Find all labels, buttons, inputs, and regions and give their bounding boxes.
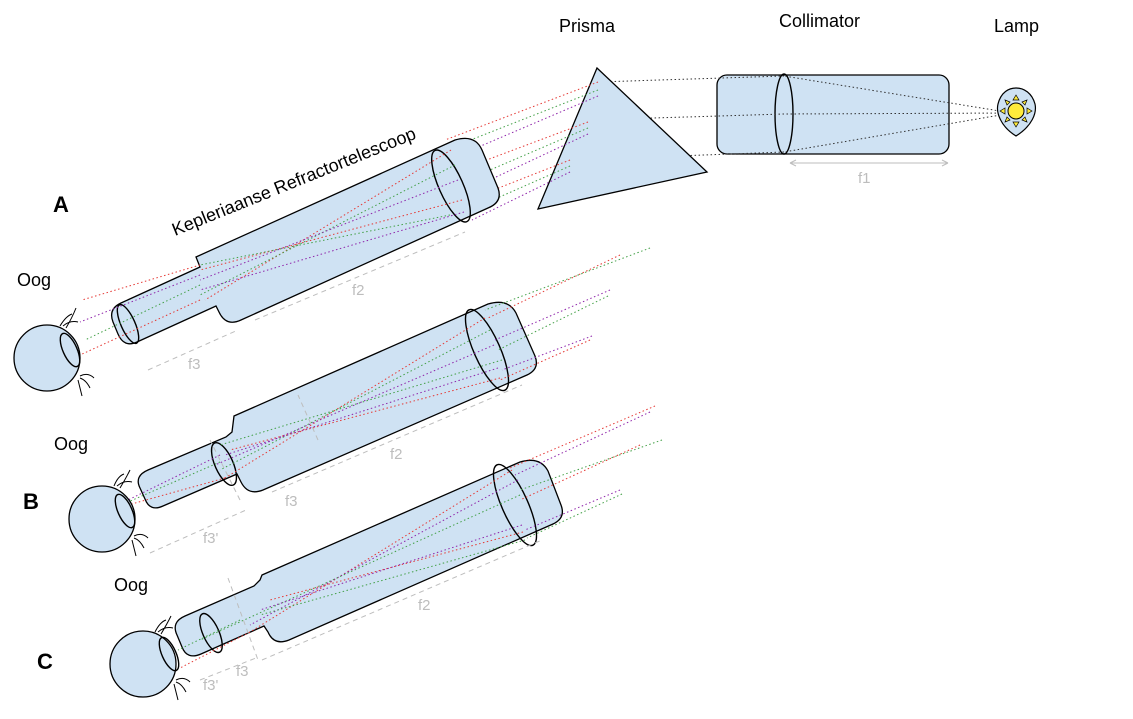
prism (536, 66, 709, 210)
telescope-c-eyepiece (199, 612, 223, 654)
sun-icon (996, 87, 1037, 137)
telescope-a (79, 137, 500, 371)
lamp-label: Lamp (994, 16, 1039, 36)
c-f3-label: f3 (236, 663, 249, 680)
telescope-a-tube (110, 137, 500, 345)
b-f3-alt-label: f3' (203, 530, 219, 547)
case-c-label: C (37, 649, 53, 674)
c-f2-label: f2 (418, 597, 431, 614)
telescope-b-eyepiece (210, 441, 238, 487)
collimator-tube (716, 74, 950, 155)
eye-icon (68, 469, 149, 557)
f1-dimension: f1 (789, 159, 949, 187)
telescope-b-objective (464, 308, 510, 392)
telescope-b-tube (137, 301, 538, 509)
c-f3-alt-label: f3' (203, 677, 219, 694)
collimator-label: Collimator (779, 11, 860, 31)
a-f2-label: f2 (352, 282, 365, 299)
telescope-c (174, 405, 663, 681)
eye-c-label: Oog (114, 575, 148, 595)
case-b-label: B (23, 489, 39, 514)
eye-b-label: Oog (54, 434, 88, 454)
prism-label: Prisma (559, 16, 616, 36)
eye-icon (13, 307, 95, 397)
a-f3-label: f3 (188, 356, 201, 373)
eye-a-label: Oog (17, 270, 51, 290)
telescope-a-objective (431, 149, 471, 223)
case-a-label: A (53, 192, 69, 217)
telescope-c-objective (492, 463, 538, 547)
telescope-b (127, 247, 651, 554)
eye-icon (109, 615, 191, 701)
collimator (716, 73, 950, 155)
b-f2-label: f2 (390, 446, 403, 463)
collimator-rays (569, 75, 1013, 161)
telescope-a-eyepiece (116, 303, 140, 345)
f1-label: f1 (858, 170, 871, 187)
b-f3-label: f3 (285, 493, 298, 510)
